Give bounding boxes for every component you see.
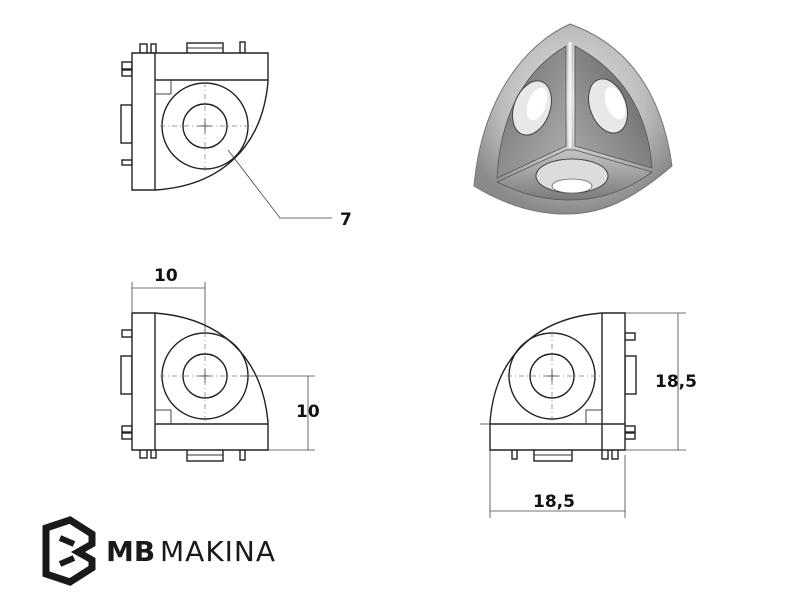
dim-front-width: 10 [154,266,178,286]
bottom-right-view: 18,5 18,5 [480,312,697,518]
right-lug [624,355,637,395]
dim-front-height: 10 [296,402,320,422]
left-lug [120,355,133,395]
dim-side-width: 18,5 [533,492,575,512]
left-lug [120,104,133,144]
dim-side-height: 18,5 [655,372,697,392]
mb-makina-logo: MB MAKINA [42,516,276,586]
top-left-view: 7 [120,41,352,230]
brand-light-text: MAKINA [160,535,276,568]
top-left-body [131,52,269,191]
mb-logo-icon [42,516,96,586]
callout-leader [227,149,332,219]
isometric-render [473,23,673,215]
brand-bold-text: MB [106,535,155,568]
callout-label-7: 7 [340,210,352,230]
bottom-left-view: 10 10 [120,266,320,462]
